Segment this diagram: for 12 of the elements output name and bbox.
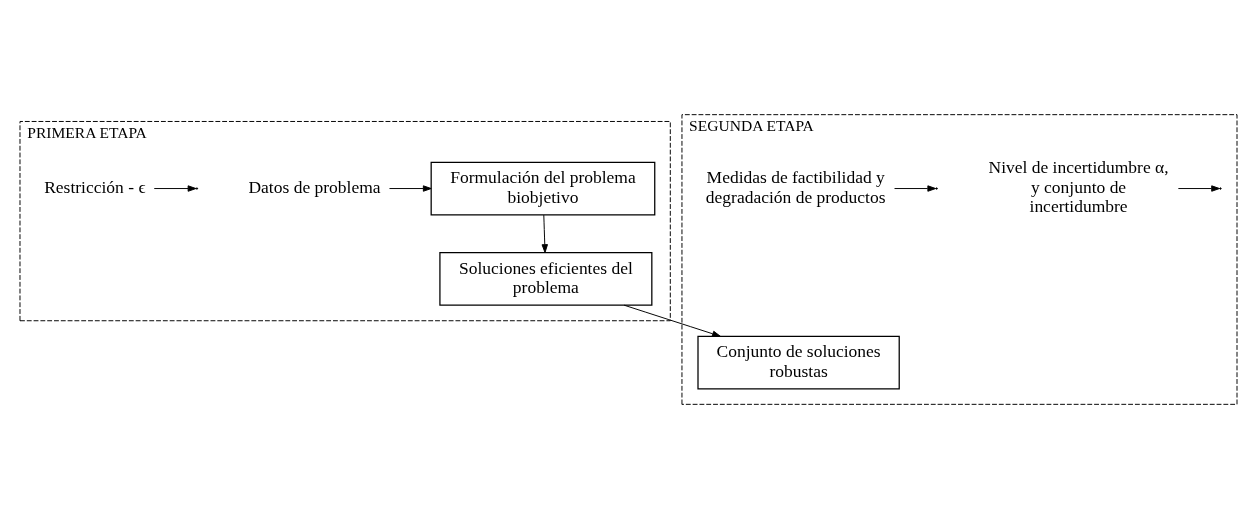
node-box: Formulación del problema biobjetivo [430,161,656,215]
node-text: Datos de problema [248,176,381,197]
arrow [541,214,548,253]
arrow [894,184,937,192]
arrow [389,184,432,192]
arrow [1177,184,1220,192]
arrow [153,184,197,192]
node-text: Nivel de incertidumbre α, y conjunto de incertidumbre [988,156,1169,216]
node-text: Medidas de factibilidad y degradación de productos [705,166,886,207]
node-box: Soluciones eficientes del problema [439,251,653,306]
node-text: Restricción - ϵ [44,176,146,197]
node-box: Conjunto de soluciones robustas [697,335,900,389]
